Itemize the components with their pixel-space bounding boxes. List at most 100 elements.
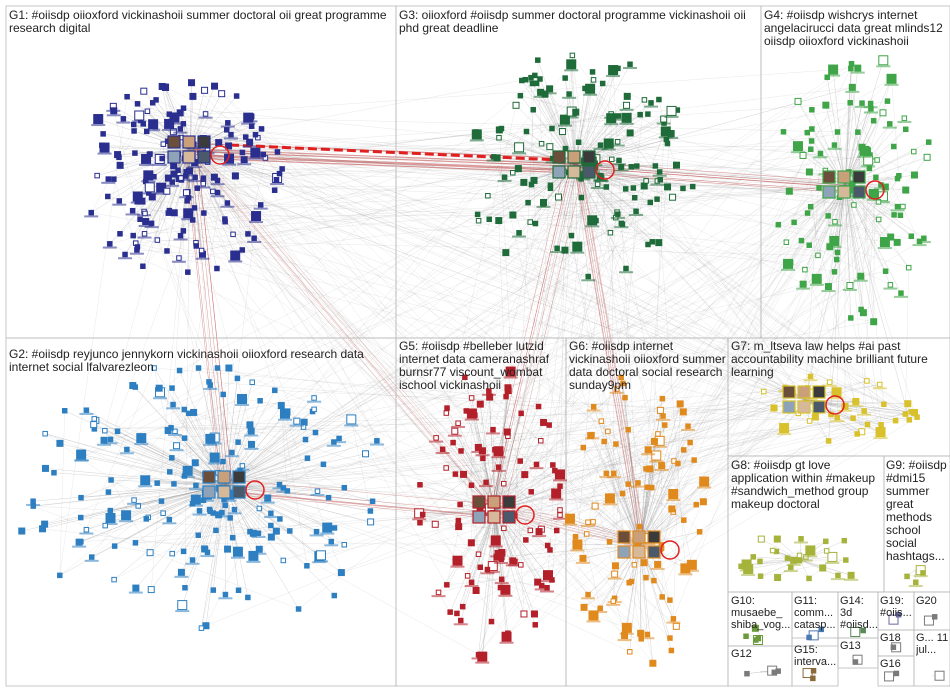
edge [574,68,619,166]
edge [113,464,324,580]
node-g5 [557,483,563,489]
node-g1 [252,131,259,138]
node-g3 [540,201,547,207]
strong-edge [229,143,561,162]
node-g1 [163,187,171,195]
node-g3 [547,182,554,189]
node-g5 [490,535,501,546]
node-label-mark [431,595,446,598]
edge [224,216,257,486]
avatar [552,165,566,179]
node-g7 [877,381,883,388]
node-g3 [516,230,522,236]
node-g3 [614,139,621,145]
node-label-mark [644,105,659,108]
node-g5 [521,471,529,479]
node-g3 [637,111,643,118]
node-label-mark [228,260,243,263]
edge [551,196,884,581]
node-g8 [790,556,798,564]
edge [224,63,852,486]
edge [514,75,536,516]
node-g4 [825,213,831,219]
edge [519,147,576,166]
node-g2 [336,435,342,442]
edge [139,115,191,151]
node-label-mark [882,126,897,129]
edge [583,171,854,193]
node-label-mark [142,192,157,195]
node-label-mark [253,207,268,210]
node-g3 [485,192,491,199]
node-label-mark [684,569,699,572]
edge [148,430,252,518]
node-g11 [806,634,812,641]
edge [661,153,821,545]
node-g5 [538,582,545,589]
edge [494,413,906,511]
edge [80,409,315,498]
edge [867,419,910,425]
self-loop [245,480,265,500]
node-g6 [679,408,687,416]
node-g5 [487,561,498,572]
node-label-mark [883,287,898,290]
node-g3 [664,183,672,191]
node-g5 [459,603,466,610]
edge [161,86,170,124]
node-g3 [623,101,631,109]
edge [816,184,846,279]
edge [21,484,226,532]
node-g3 [535,57,541,63]
node-label-mark [249,221,264,224]
node-g4 [833,256,840,263]
edge [196,146,502,507]
node-g4 [859,145,870,156]
edge [601,177,840,198]
edge [574,164,689,427]
node-g4 [884,98,891,104]
edge [574,164,915,413]
node-g1 [231,172,239,180]
node-g1 [140,87,148,95]
avatar [217,485,231,499]
edge [586,533,641,546]
edge [187,200,509,391]
edge [135,184,846,244]
node-g8 [823,538,829,545]
node-g2 [206,506,213,513]
node-g1 [201,86,209,94]
edge [224,78,892,486]
edge [639,140,812,546]
edge [844,184,868,425]
node-label-mark [188,488,203,491]
node-g5 [458,617,464,624]
node-g4 [887,233,895,241]
edge [80,484,226,518]
edge [576,172,847,194]
node-g3 [475,217,482,224]
edge [804,103,863,401]
node-label-mark [593,611,608,614]
node-label-mark [803,398,818,401]
node-g1 [99,142,105,149]
node-g4 [882,268,889,274]
node-g4 [848,83,856,91]
edge [494,187,820,511]
node-label-mark [491,456,506,459]
edge [205,67,858,115]
node-g5 [417,482,423,488]
edge [467,575,542,586]
node-g2 [147,586,155,594]
node-label-mark [803,379,818,382]
node-g8 [841,537,848,544]
edge [844,184,852,318]
node-g5 [476,400,484,408]
edge [491,161,572,507]
node-label-mark [326,444,341,447]
node-g2 [264,494,272,502]
edge [227,202,641,634]
edge [538,164,576,532]
edge [189,149,912,413]
edge [655,165,686,569]
